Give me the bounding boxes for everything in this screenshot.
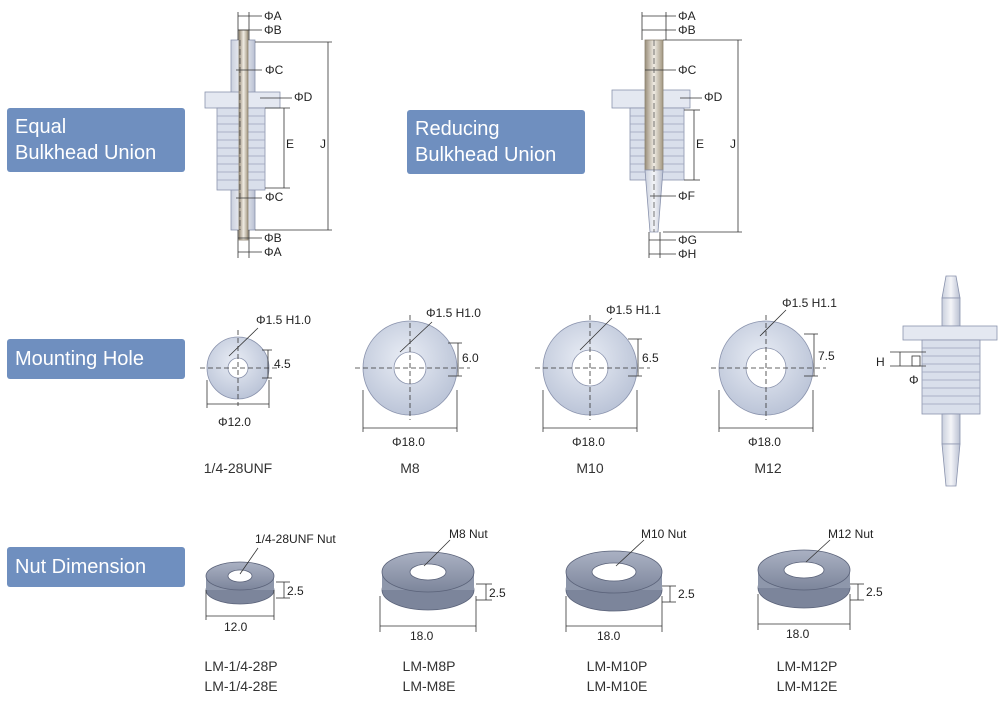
section-label-line: Equal <box>15 116 67 138</box>
dim-label: ΦF <box>678 189 695 203</box>
section-label-mounting-hole: Mounting Hole <box>7 339 185 379</box>
hole-diameter: Φ18.0 <box>748 435 781 449</box>
hole-spec: Φ1.5 H1.0 <box>256 313 311 327</box>
dim-label: E <box>696 137 704 151</box>
nut-thickness: 2.5 <box>287 584 304 598</box>
part-numbers: LM-M12P LM-M12E <box>752 656 862 696</box>
section-label-nut-dimension: Nut Dimension <box>7 547 185 587</box>
part-number: LM-M12P <box>776 658 838 674</box>
dim-label: J <box>320 137 326 151</box>
mounting-hole-1 <box>200 327 280 408</box>
thread-caption: M10 <box>576 460 604 476</box>
dim-label: ΦC <box>678 63 697 77</box>
section-label-line: Reducing <box>415 118 500 140</box>
hole-diameter: Φ12.0 <box>218 415 251 429</box>
nut-width: 18.0 <box>597 629 621 643</box>
hole-height: 6.0 <box>462 351 479 365</box>
dim-label: J <box>730 137 736 151</box>
section-label-line: Bulkhead Union <box>415 144 557 166</box>
equal-union-labels: ΦA ΦB ΦC ΦD E J ΦC ΦB ΦA <box>264 9 326 259</box>
mounting-hole-4 <box>711 309 826 432</box>
thread-caption: M12 <box>754 460 782 476</box>
mounting-hole-labels: Φ1.5 H1.0 4.5 Φ12.0 Φ1.5 H1.0 6.0 Φ18.0 … <box>218 296 837 449</box>
dim-label: ΦC <box>265 190 284 204</box>
hole-height: 4.5 <box>274 357 291 371</box>
side-view-phi-label: Φ <box>909 373 919 387</box>
hole-diameter: Φ18.0 <box>392 435 425 449</box>
part-numbers: LM-M8P LM-M8E <box>374 656 484 696</box>
nut-name: M12 Nut <box>828 527 874 541</box>
hole-diameter: Φ18.0 <box>572 435 605 449</box>
section-label-reducing-union: Reducing Bulkhead Union <box>407 110 585 174</box>
hole-spec: Φ1.5 H1.1 <box>606 303 661 317</box>
nut-name: M8 Nut <box>449 527 488 541</box>
nut-2 <box>379 539 492 632</box>
nut-4 <box>757 539 864 630</box>
dim-label: ΦA <box>264 245 282 259</box>
thread-caption: M8 <box>400 460 420 476</box>
hole-height: 7.5 <box>818 349 835 363</box>
hole-spec: Φ1.5 H1.1 <box>782 296 837 310</box>
side-view-h-label: H <box>876 355 885 369</box>
mounting-hole-2 <box>355 315 470 432</box>
hole-spec: Φ1.5 H1.0 <box>426 306 481 320</box>
dim-label: ΦD <box>704 90 723 104</box>
dim-label: ΦD <box>294 90 313 104</box>
section-label-equal-union: Equal Bulkhead Union <box>7 108 185 172</box>
part-number: LM-1/4-28E <box>204 678 278 694</box>
nut-1 <box>205 547 290 620</box>
part-number: LM-M8P <box>402 658 456 674</box>
hole-height: 6.5 <box>642 351 659 365</box>
part-number: LM-M10P <box>586 658 648 674</box>
part-numbers: LM-M10P LM-M10E <box>562 656 672 696</box>
nut-name: M10 Nut <box>641 527 687 541</box>
dim-label: ΦA <box>264 9 282 23</box>
part-numbers: LM-1/4-28P LM-1/4-28E <box>186 656 296 696</box>
dim-label: ΦH <box>678 247 696 261</box>
dim-label: ΦB <box>264 231 282 245</box>
nut-thickness: 2.5 <box>678 587 695 601</box>
dim-label: ΦG <box>678 233 697 247</box>
mounting-hole-3 <box>535 315 650 432</box>
nut-labels: 1/4-28UNF Nut 2.5 12.0 M8 Nut 2.5 18.0 M… <box>224 527 883 643</box>
nut-width: 18.0 <box>786 627 810 641</box>
part-number: LM-M10E <box>586 678 648 694</box>
section-label-line: Bulkhead Union <box>15 142 157 164</box>
nut-thickness: 2.5 <box>489 586 506 600</box>
part-number: LM-M8E <box>402 678 456 694</box>
reducing-union-drawing <box>611 12 742 258</box>
dim-label: ΦB <box>264 23 282 37</box>
thread-caption: 1/4-28UNF <box>203 460 273 476</box>
reducing-union-labels: ΦA ΦB ΦC ΦD E J ΦF ΦG ΦH <box>678 9 736 261</box>
dim-label: ΦA <box>678 9 696 23</box>
nut-3 <box>565 539 676 632</box>
dim-label: ΦB <box>678 23 696 37</box>
nut-name: 1/4-28UNF Nut <box>255 532 336 546</box>
side-view-fitting <box>890 275 998 487</box>
nut-thickness: 2.5 <box>866 585 883 599</box>
part-number: LM-1/4-28P <box>204 658 278 674</box>
equal-union-drawing <box>204 12 332 258</box>
nut-width: 18.0 <box>410 629 434 643</box>
dim-label: ΦC <box>265 63 284 77</box>
nut-width: 12.0 <box>224 620 248 634</box>
dim-label: E <box>286 137 294 151</box>
part-number: LM-M12E <box>776 678 838 694</box>
